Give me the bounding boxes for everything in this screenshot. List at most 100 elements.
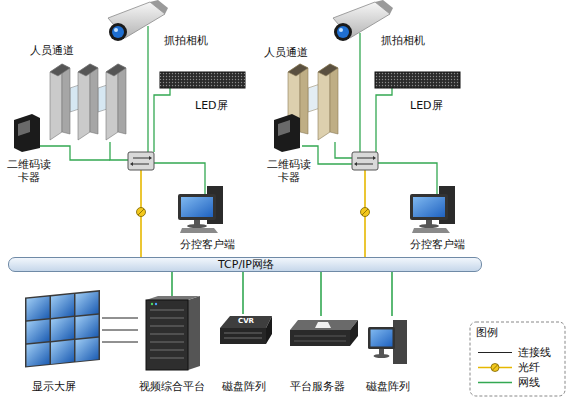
turnstile-icon <box>300 64 308 134</box>
network-wire <box>147 26 148 152</box>
network-wire <box>40 26 437 194</box>
turnstile-icon <box>106 64 118 140</box>
server-icon <box>290 320 358 346</box>
network-wire <box>378 163 437 194</box>
device-label: 平台服务器 <box>290 380 345 393</box>
client-pc-icon <box>178 194 216 220</box>
device-node: 抓拍相机 <box>100 0 212 52</box>
camera-icon <box>333 2 390 38</box>
device-label: 视频综合平台 <box>139 380 205 393</box>
led-screen-icon <box>375 72 460 88</box>
workstation-icon <box>393 320 407 364</box>
camera-icon <box>108 0 168 41</box>
network-connector <box>320 272 322 316</box>
turnstile-icon <box>78 64 98 76</box>
client-pc-icon <box>410 186 455 233</box>
display-wall-icon <box>27 297 50 321</box>
network-connector <box>102 318 138 342</box>
device-node: 人员通道 <box>262 44 358 148</box>
video-platform-icon <box>150 310 184 358</box>
client-pc-icon <box>413 197 445 217</box>
network-wire <box>154 88 170 152</box>
display-wall-icon <box>76 292 99 316</box>
device-label: 分控客户端 <box>180 238 235 251</box>
turnstile-icon <box>62 64 70 134</box>
fiber-line <box>137 170 370 257</box>
qr-reader-icon <box>14 114 300 152</box>
device-node: 磁盘阵列 <box>364 316 420 396</box>
switch-icon <box>357 158 373 164</box>
device-label: LED屏 <box>410 99 443 112</box>
led-screen-icon <box>375 72 460 88</box>
display-wall-icon <box>51 340 74 364</box>
turnstile-icon <box>106 64 126 76</box>
client-pc-icon <box>419 224 439 228</box>
network-wire <box>40 146 110 160</box>
led-screen-icon <box>160 72 245 88</box>
client-pc-icon <box>178 186 223 233</box>
workstation-icon <box>368 327 395 349</box>
fiber-line <box>362 209 368 215</box>
video-platform-icon <box>151 303 153 305</box>
qr-reader-icon <box>278 120 290 136</box>
disk-array-icon <box>220 316 272 344</box>
display-wall-icon <box>51 317 74 341</box>
workstation-icon <box>374 354 390 358</box>
disk-array-icon <box>220 328 266 344</box>
display-wall-icon <box>27 320 50 344</box>
device-node: 二维码读 卡器 <box>264 110 314 190</box>
device-label: 显示大屏 <box>32 380 76 393</box>
camera-icon <box>337 26 349 38</box>
device-label: 磁盘阵列 <box>222 380 266 393</box>
device-node: 视频综合平台 <box>138 296 212 396</box>
client-pc-icon <box>410 194 448 220</box>
switch-icon <box>130 162 133 166</box>
fiber-line <box>137 208 146 217</box>
client-pc-icon <box>180 228 218 233</box>
server-icon <box>290 330 350 346</box>
turnstile-icon <box>50 64 126 140</box>
device-node: 显示大屏 <box>22 286 102 396</box>
display-wall-icon <box>25 290 100 368</box>
legend-text: 连接线 <box>518 346 551 359</box>
camera-icon <box>339 28 343 32</box>
device-node: 磁盘阵列 <box>215 314 271 396</box>
device-node: 平台服务器 <box>285 316 357 396</box>
device-label: 抓拍相机 <box>381 34 425 47</box>
network-bus: TCP/IP网络 <box>8 257 482 272</box>
device-label: LED屏 <box>195 99 228 112</box>
server-icon <box>294 336 346 341</box>
turnstile-icon <box>330 64 338 134</box>
network-connector <box>242 272 244 314</box>
network-wire <box>154 163 205 194</box>
network-wire <box>110 142 128 160</box>
switch-icon <box>354 162 357 166</box>
camera-icon <box>334 23 352 41</box>
network-connector <box>171 272 173 296</box>
network-wire <box>359 33 360 152</box>
display-wall-icon <box>76 338 99 362</box>
video-platform-icon <box>155 303 157 305</box>
switch-icon <box>133 158 149 164</box>
camera-icon <box>112 26 124 38</box>
workstation-icon <box>368 320 407 364</box>
turnstile-icon <box>50 64 70 76</box>
device-node: LED屏 <box>158 70 248 115</box>
disk-array-icon <box>266 316 272 344</box>
fiber-line <box>361 208 370 217</box>
turnstile-icon <box>78 64 90 140</box>
disk-array-icon <box>220 316 272 328</box>
turnstile-icon <box>118 64 126 134</box>
device-label: 二维码读 卡器 <box>266 158 312 184</box>
network-wire <box>335 142 352 158</box>
video-platform-icon <box>146 296 200 370</box>
legend-box <box>491 364 499 372</box>
legend-box <box>470 322 565 396</box>
legend-box <box>470 322 565 396</box>
video-platform-icon <box>188 296 200 370</box>
network-label: TCP/IP网络 <box>218 258 274 271</box>
turnstile-icon <box>288 64 308 76</box>
